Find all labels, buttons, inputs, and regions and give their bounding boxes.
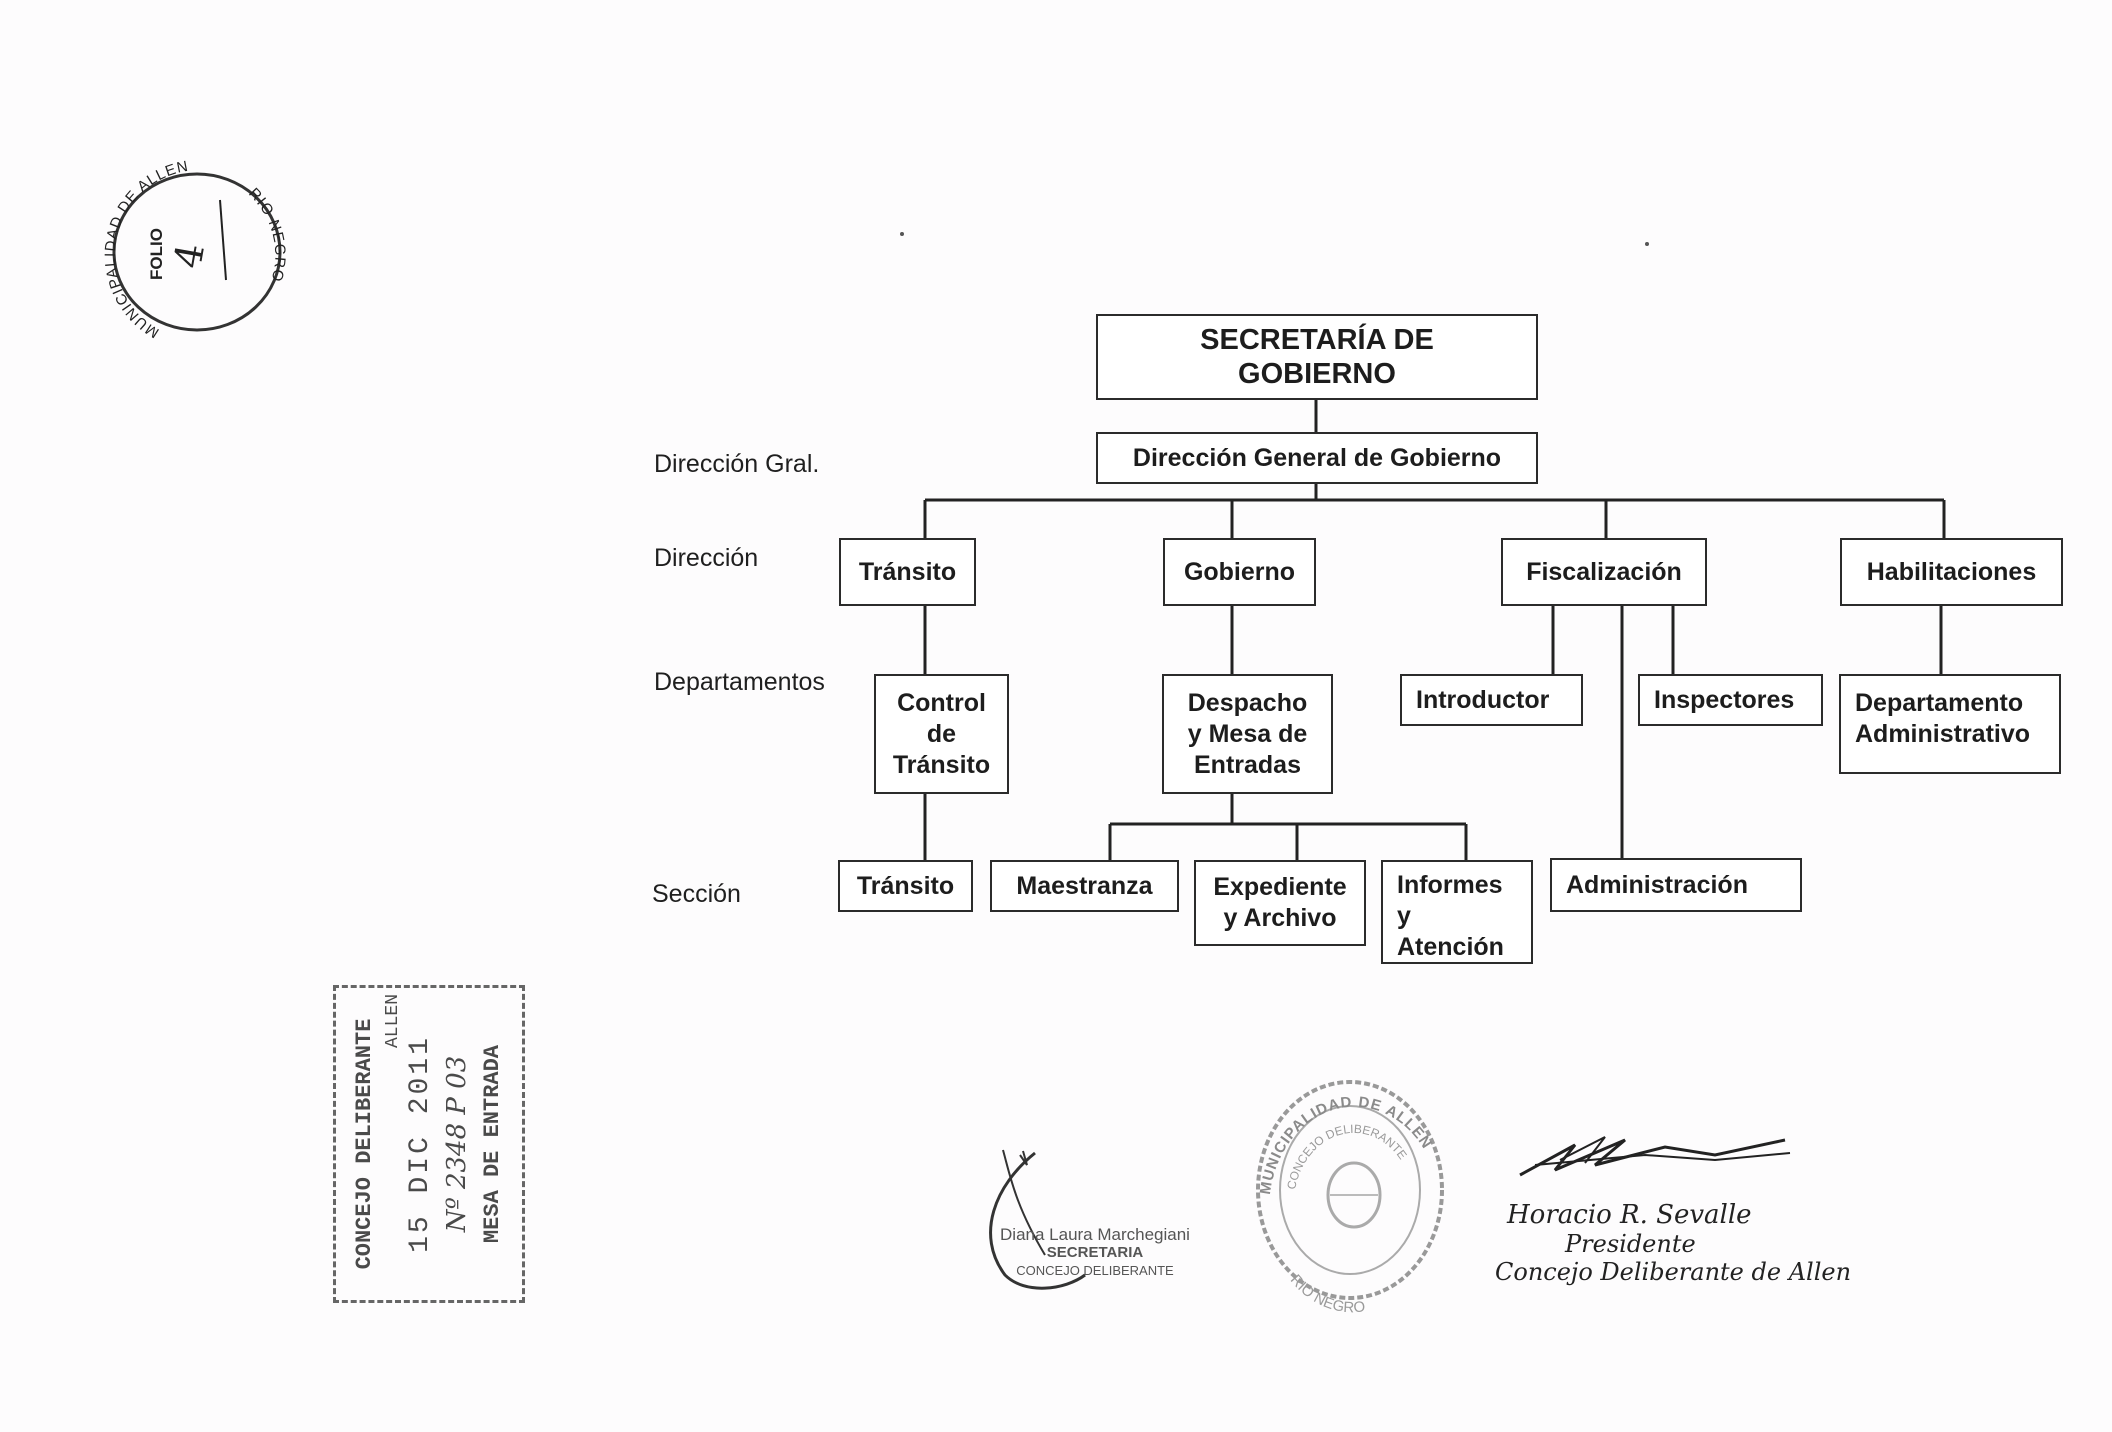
level-label-section: Sección (652, 880, 741, 908)
box-direccion-gobierno: Gobierno (1163, 538, 1316, 606)
box-label: Informes y Atención (1397, 871, 1504, 961)
box-departamento-despacho: Despacho y Mesa de Entradas (1162, 674, 1333, 794)
folio-seal-number: 4 (166, 240, 214, 271)
president-role: Presidente (1565, 1230, 1696, 1258)
box-label: Inspectores (1654, 685, 1795, 714)
box-departamento-introductor: Introductor (1400, 674, 1583, 726)
president-body: Concejo Deliberante de Allen (1495, 1258, 1852, 1286)
box-secretaria-de-gobierno: SECRETARÍA DE GOBIERNO (1096, 314, 1538, 400)
entry-stamp-handwritten: Nº 2348 P 03 (442, 1055, 472, 1233)
box-departamento-inspectores: Inspectores (1638, 674, 1823, 726)
scan-speck (1645, 242, 1649, 246)
box-seccion-informes: Informes y Atención (1381, 860, 1533, 964)
level-label-departments: Departamentos (654, 668, 825, 696)
secretary-stamp-body: CONCEJO DELIBERANTE (1016, 1263, 1174, 1278)
folio-seal-ring-text-right: RIO NEGRO (245, 185, 288, 284)
president-signature-scribble (1519, 1136, 1791, 1177)
secretary-stamp-name: Diana Laura Marchegiani (1000, 1225, 1190, 1244)
box-label: Gobierno (1183, 557, 1296, 586)
box-label: Dirección General de Gobierno (1132, 443, 1502, 472)
president-signature-block: Horacio R. Sevalle Presidente Concejo De… (1495, 1200, 1855, 1286)
box-departamento-administrativo: Departamento Administrativo (1839, 674, 2061, 774)
level-label-general: Dirección Gral. (654, 450, 820, 478)
box-label: Tránsito (858, 557, 957, 586)
president-name: Horacio R. Sevalle (1507, 1200, 1752, 1230)
folio-seal-label: FOLIO (147, 228, 166, 280)
entry-stamp-line1: CONCEJO DELIBERANTE (352, 1018, 377, 1270)
box-seccion-expediente: Expediente y Archivo (1194, 860, 1366, 946)
entry-stamp-text: CONCEJO DELIBERANTE ALLEN 15 DIC 2011 Nº… (347, 994, 511, 1294)
box-label: SECRETARÍA DE GOBIERNO (1200, 324, 1434, 390)
box-label: Fiscalización (1526, 557, 1682, 586)
box-seccion-maestranza: Maestranza (990, 860, 1179, 912)
box-direccion-transito: Tránsito (839, 538, 976, 606)
level-label-direction: Dirección (654, 544, 759, 572)
box-label: Departamento Administrativo (1855, 689, 2031, 748)
box-label: Maestranza (1016, 871, 1153, 900)
entry-stamp-line2: ALLEN (383, 994, 403, 1049)
box-label: Expediente y Archivo (1213, 873, 1347, 932)
box-label: Despacho y Mesa de Entradas (1187, 689, 1308, 779)
box-departamento-control-transito: Control de Tránsito (874, 674, 1009, 794)
box-direccion-general: Dirección General de Gobierno (1096, 432, 1538, 484)
box-label: Introductor (1416, 685, 1550, 714)
box-direccion-habilitaciones: Habilitaciones (1840, 538, 2063, 606)
box-seccion-transito: Tránsito (838, 860, 973, 912)
round-seal: MUNICIPALIDAD DE ALLEN CONCEJO DELIBERAN… (1256, 1080, 1444, 1316)
box-label: Tránsito (856, 871, 955, 900)
box-label: Control de Tránsito (892, 689, 991, 779)
entry-stamp-date: 15 DIC 2011 (405, 1035, 436, 1253)
box-seccion-administracion: Administración (1550, 858, 1802, 912)
entry-stamp-line4: MESA DE ENTRADA (480, 1044, 505, 1244)
box-label: Habilitaciones (1866, 557, 2037, 586)
secretary-signature-scribble (989, 1149, 1086, 1290)
folio-seal: MUNICIPALIDAD DE ALLEN RIO NEGRO FOLIO 4 (102, 158, 288, 342)
scan-speck (900, 232, 904, 236)
entry-stamp: CONCEJO DELIBERANTE ALLEN 15 DIC 2011 Nº… (333, 985, 525, 1303)
secretary-stamp-role: SECRETARIA (1046, 1244, 1144, 1261)
box-label: Administración (1566, 870, 1748, 899)
box-direccion-fiscalizacion: Fiscalización (1501, 538, 1707, 606)
secretary-stamp: Diana Laura Marchegiani SECRETARIA CONCE… (990, 1226, 1200, 1280)
